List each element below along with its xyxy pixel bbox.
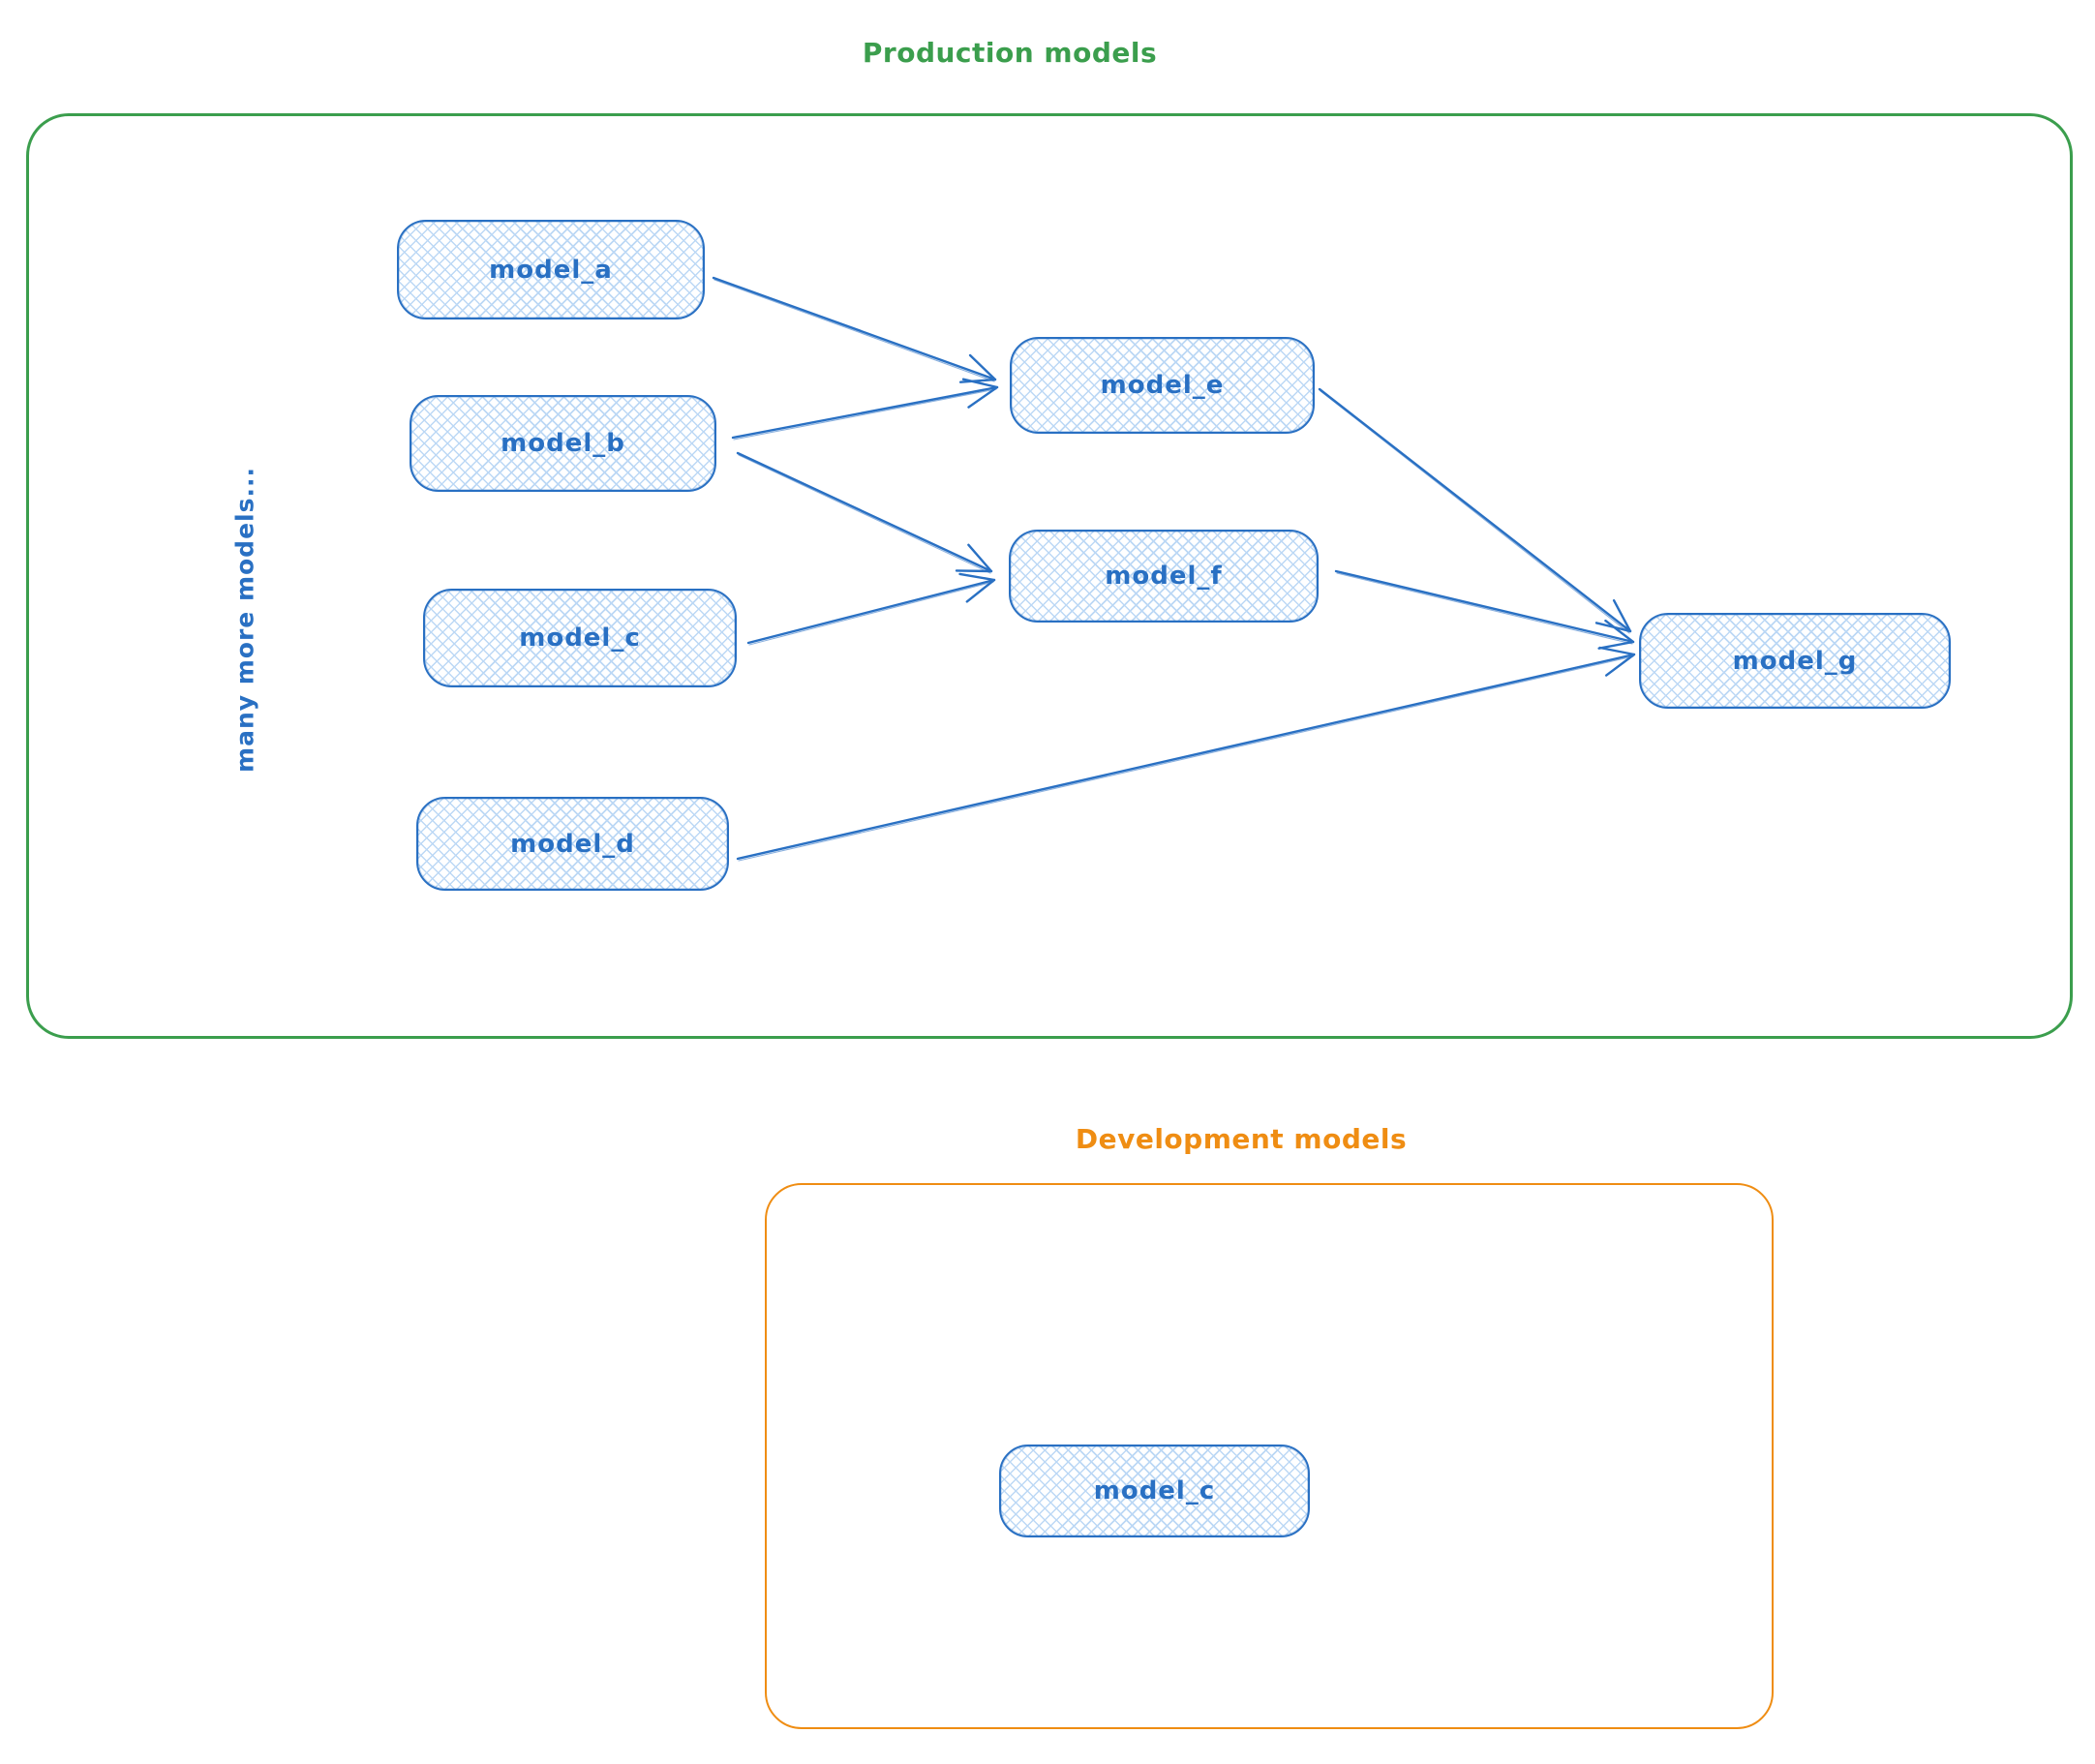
development-title: Development models (1075, 1123, 1408, 1155)
node-label: model_f (1105, 562, 1223, 591)
node-model-c: model_c (423, 589, 737, 687)
node-model-g: model_g (1639, 613, 1951, 709)
node-label: model_a (489, 255, 613, 285)
node-model-b: model_b (410, 395, 716, 492)
many-more-models-label: many more models... (230, 467, 259, 773)
node-label: model_d (510, 829, 635, 859)
node-label: model_e (1100, 371, 1225, 400)
node-model-d: model_d (416, 797, 729, 891)
production-title: Production models (862, 37, 1158, 69)
development-frame (765, 1183, 1774, 1729)
node-label: model_b (501, 429, 625, 458)
node-model-c-development: model_c (999, 1445, 1310, 1537)
node-label: model_g (1732, 646, 1858, 676)
node-label: model_c (519, 623, 641, 653)
node-label: model_c (1093, 1476, 1216, 1505)
node-model-a: model_a (397, 220, 705, 319)
node-model-f: model_f (1009, 530, 1319, 623)
production-frame (26, 113, 2073, 1039)
node-model-e: model_e (1010, 337, 1315, 434)
